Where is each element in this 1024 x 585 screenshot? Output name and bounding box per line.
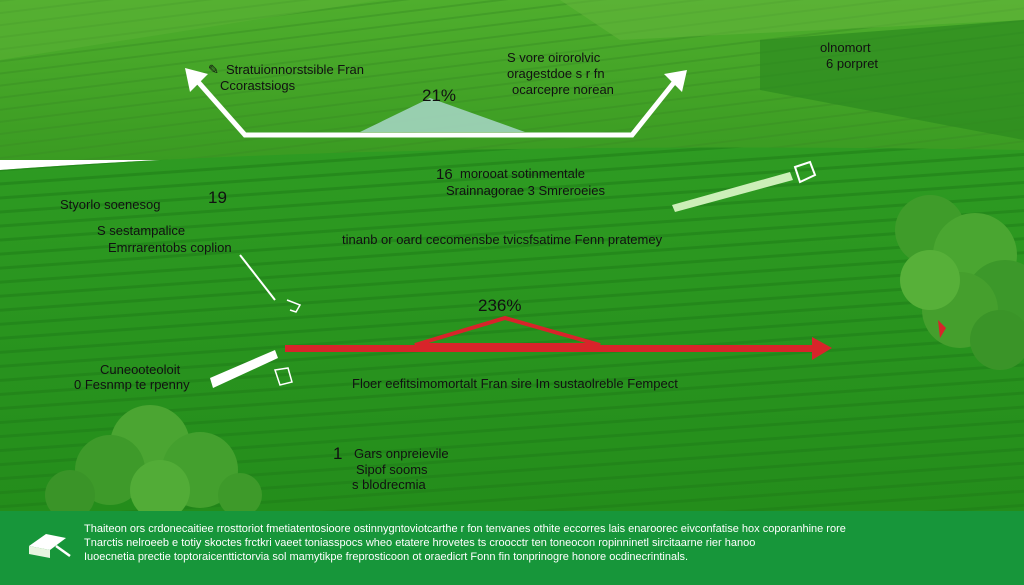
footer-text: Thaiteon ors crdonecaitiee rrosttoriot f… <box>84 522 1004 564</box>
footer-line-3: Iuoecnetia prectie toptoraicenttictorvia… <box>84 551 689 563</box>
red-trend-arrow <box>285 315 946 360</box>
label-bottom-3: s blodrecmia <box>352 477 426 492</box>
logo-icon <box>29 534 71 558</box>
footer-line-2: Tnarctis nelroeeb e totiy skoctes frctkr… <box>84 537 756 549</box>
label-top-right-1: S vore oirorolvic <box>507 50 601 65</box>
label-top-percent: 21% <box>422 86 457 105</box>
footer-bar <box>0 511 1024 585</box>
arrow-icon <box>672 160 817 212</box>
label-center-1: morooat sotinmentale <box>460 166 586 181</box>
label-top-right-3: ocarcepre norean <box>512 82 614 97</box>
tree-icon <box>45 195 1024 520</box>
label-lower-mid: Floer eefitsimomortalt Fran sire Im sust… <box>352 376 678 391</box>
label-left-2: S sestampalice <box>97 223 186 238</box>
label-center-2: Srainnagorae 3 Smreroeies <box>446 183 605 198</box>
white-trend-arrow <box>185 68 687 138</box>
label-bottom-number: 1 <box>333 444 343 463</box>
footer-line-1: Thaiteon ors crdonecaitiee rrosttoriot f… <box>84 523 846 535</box>
label-percent-236: 236% <box>478 296 522 315</box>
label-lower-left-1: Cuneooteoloit <box>100 362 181 377</box>
label-left-3: Emrrarentobs coplion <box>108 240 232 255</box>
label-bottom-1: Gars onpreievile <box>354 446 449 461</box>
label-top-left-1: Stratuionnorstsible Fran <box>226 62 365 77</box>
label-top-right-2: oragestdoe s r fn <box>507 66 605 81</box>
label-lower-left-2: 0 Fesnmp te rpenny <box>74 377 190 392</box>
small-note-icon: ✎ <box>208 62 219 77</box>
label-left-1: Styorlo soenesog <box>60 197 161 212</box>
label-far-right-2: 6 porpret <box>826 56 879 71</box>
label-center-number: 16 <box>436 166 453 183</box>
label-far-right-1: olnomort <box>820 40 871 55</box>
label-top-left-2: Ccorastsiogs <box>220 78 296 93</box>
label-bottom-2: Sipof sooms <box>356 462 428 477</box>
label-left-number: 19 <box>208 188 227 207</box>
label-mid-line: tinanb or oard cecomensbe tvicsfsatime F… <box>342 232 663 247</box>
